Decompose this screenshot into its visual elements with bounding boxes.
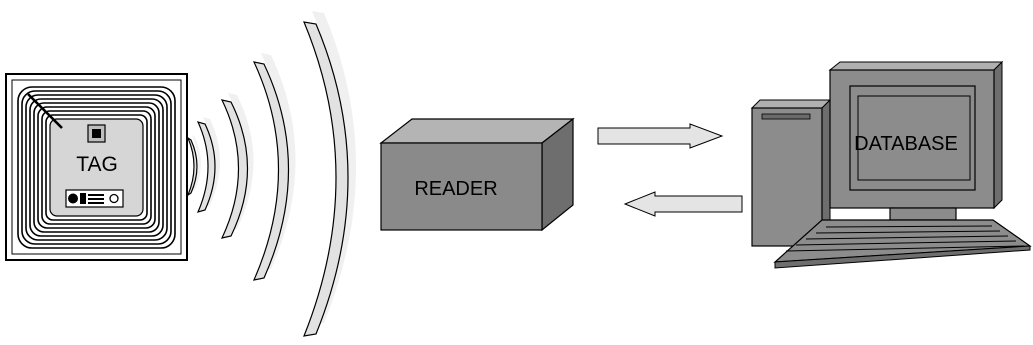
wave-arc-5: [303, 11, 356, 337]
wave-arc-4: [252, 53, 296, 281]
reader-box: READER: [379, 117, 575, 232]
tag-barcode-icon: [65, 189, 124, 208]
computer-monitor: DATABASE: [828, 60, 1004, 221]
reader-label: READER: [414, 178, 497, 200]
wave-arc-1: [186, 135, 201, 197]
radio-waves: [186, 11, 356, 337]
rfid-tag: TAG: [5, 73, 188, 261]
monitor-stand: [889, 207, 957, 221]
tag-antenna-lead: [27, 93, 63, 129]
arrow-to-database: [597, 123, 724, 149]
wave-arc-3: [220, 93, 254, 239]
keyboard: [773, 219, 1032, 269]
tag-label: TAG: [76, 153, 118, 176]
tag-antenna-coil: [17, 86, 176, 249]
wave-arc-2: [196, 117, 220, 213]
computer-tower: [750, 98, 832, 248]
database-label: DATABASE: [854, 133, 958, 155]
tag-chip-icon: [87, 124, 106, 143]
disk-drive-slot: [761, 113, 811, 120]
arrow-to-reader: [623, 191, 743, 217]
